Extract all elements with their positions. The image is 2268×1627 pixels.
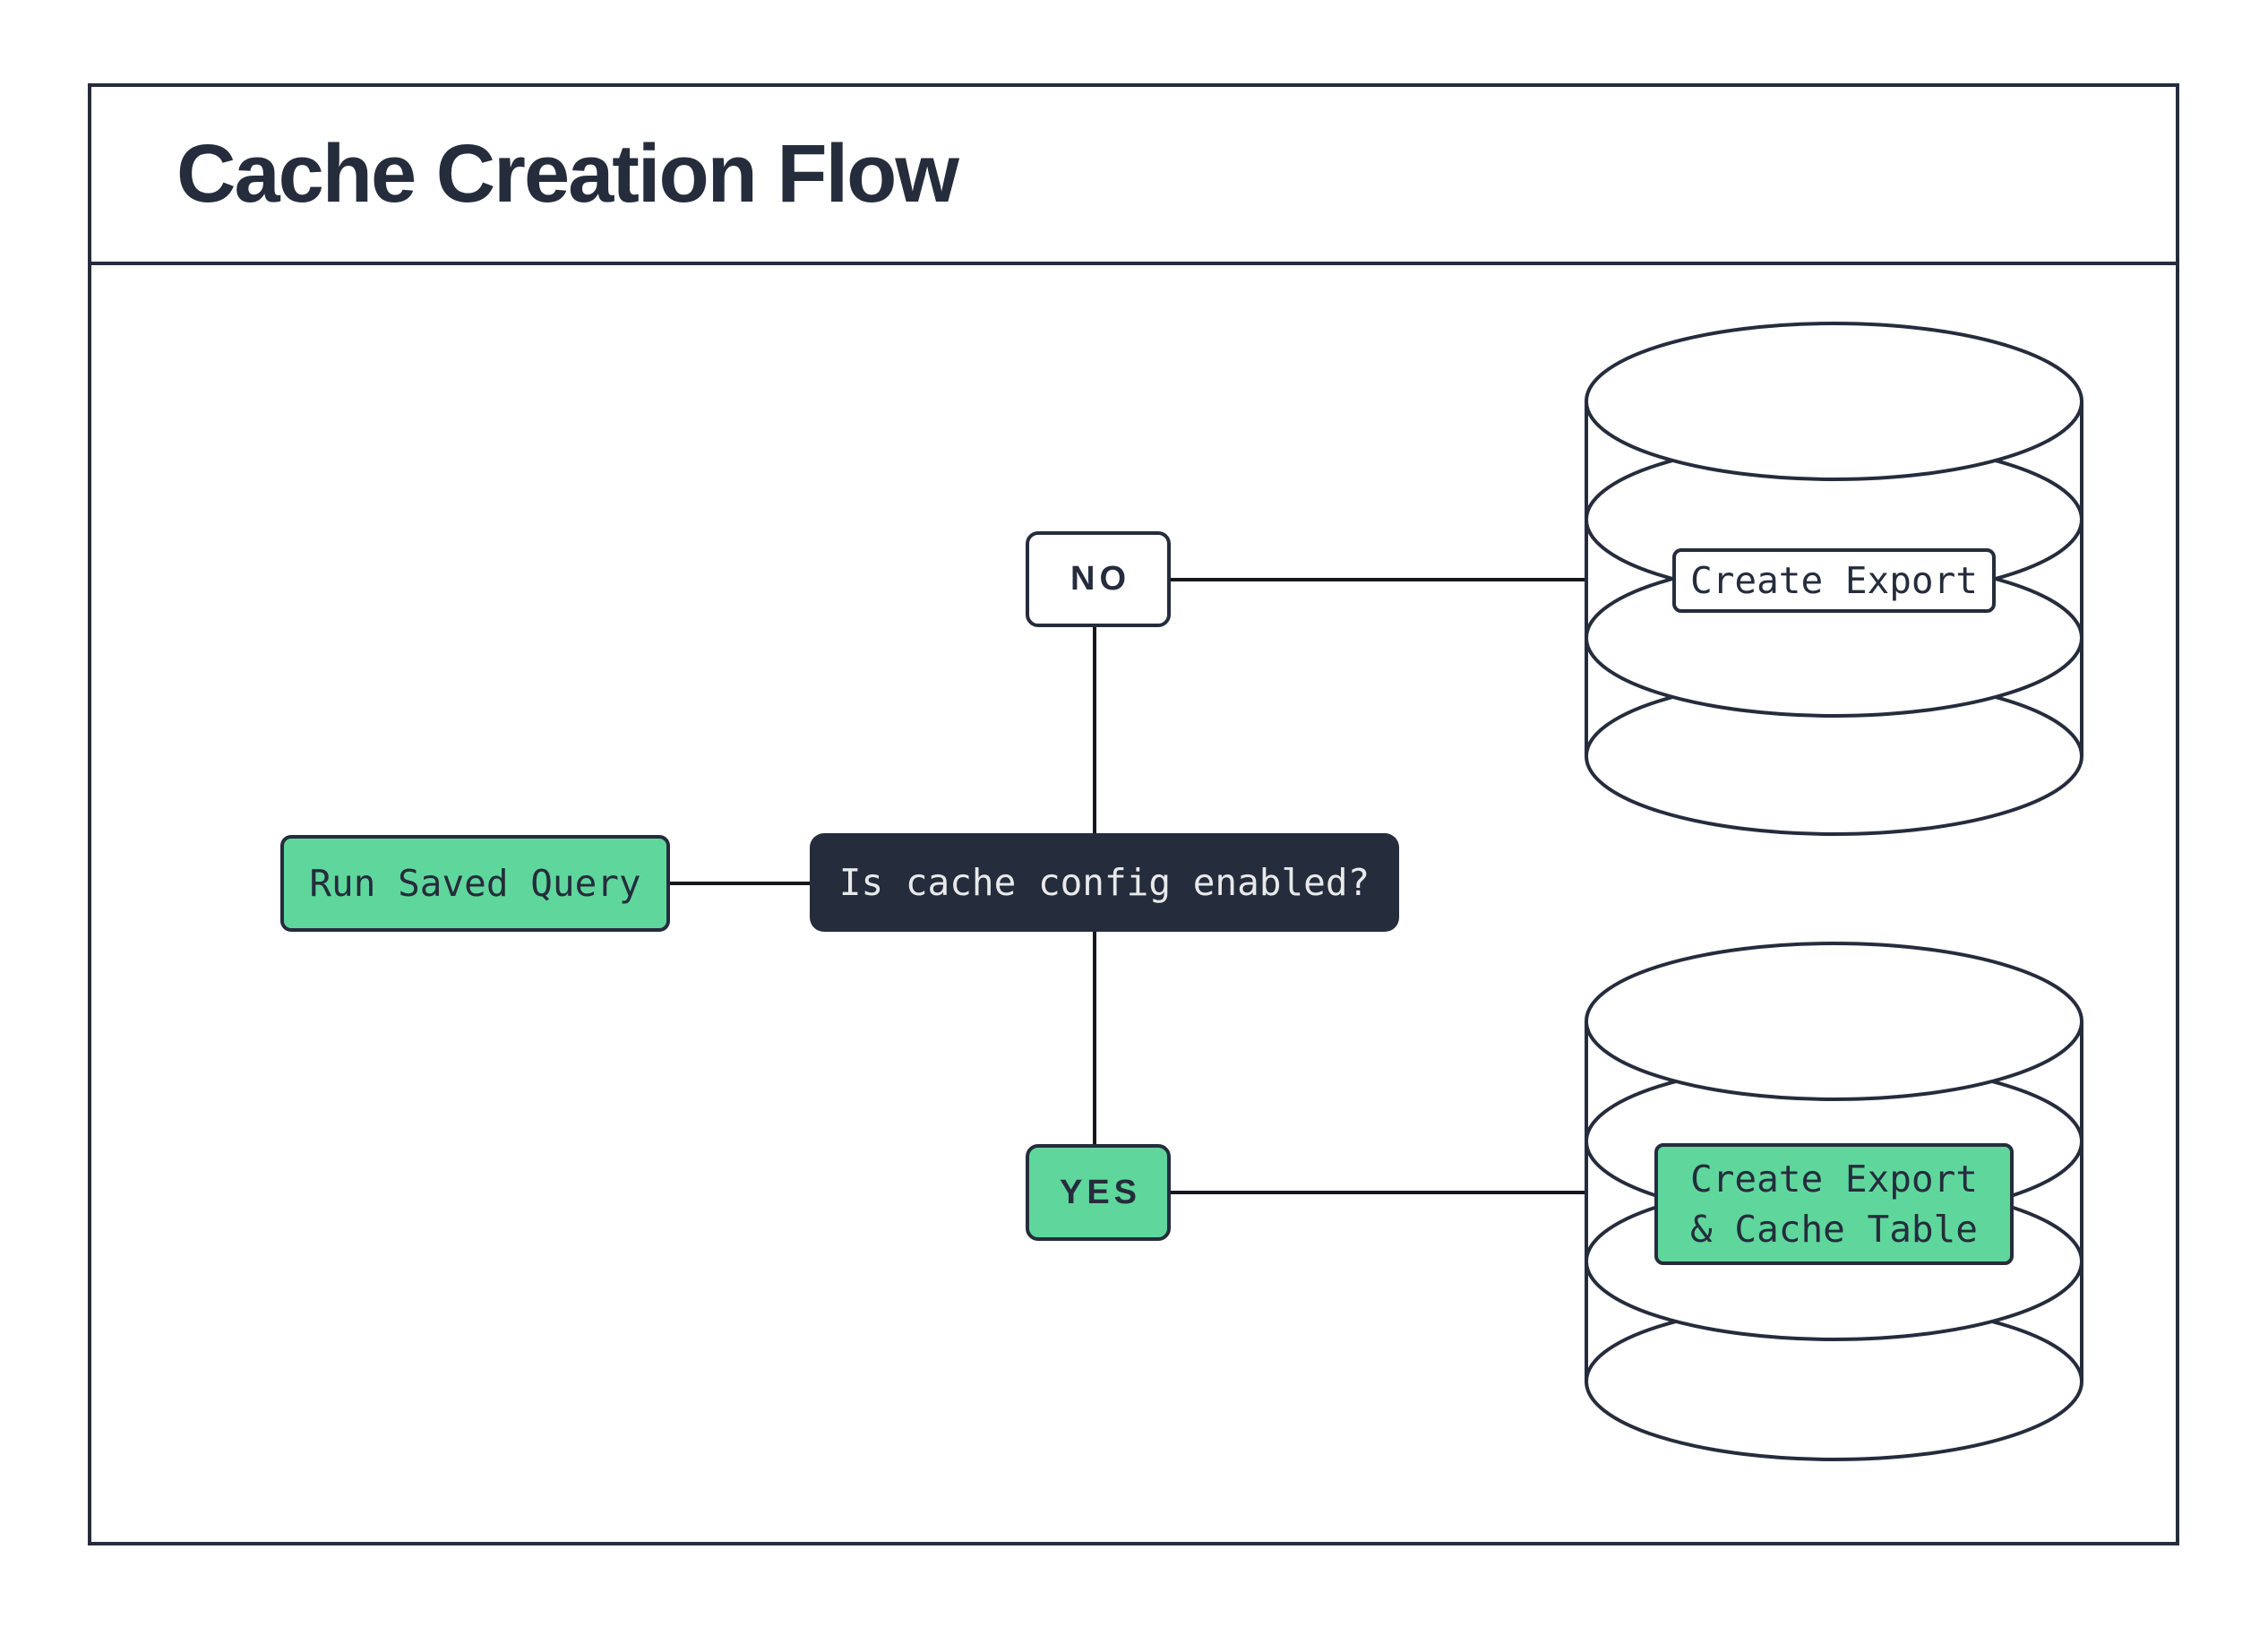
connectors bbox=[670, 578, 1586, 1194]
node-create-export-label: Create Export bbox=[1690, 559, 1978, 602]
node-branch-no-label: NO bbox=[1070, 560, 1130, 598]
node-decision-cache-config: Is cache config enabled? bbox=[810, 833, 1399, 932]
node-create-export-cache-table-label: Create Export & Cache Table bbox=[1690, 1158, 1978, 1251]
database-disk-top bbox=[1585, 942, 2083, 1101]
node-branch-yes: YES bbox=[1026, 1144, 1171, 1241]
diagram-header: Cache Creation Flow bbox=[91, 87, 2176, 265]
node-branch-no: NO bbox=[1026, 531, 1171, 627]
node-create-export-cache-table: Create Export & Cache Table bbox=[1654, 1143, 2014, 1265]
page-title: Cache Creation Flow bbox=[176, 128, 959, 220]
node-run-saved-query: Run Saved Query bbox=[280, 835, 670, 932]
node-run-saved-query-label: Run Saved Query bbox=[309, 862, 641, 905]
database-disk-top bbox=[1585, 322, 2083, 481]
node-branch-yes-label: YES bbox=[1059, 1173, 1142, 1211]
node-decision-label: Is cache config enabled? bbox=[838, 861, 1370, 904]
node-create-export: Create Export bbox=[1672, 548, 1996, 613]
